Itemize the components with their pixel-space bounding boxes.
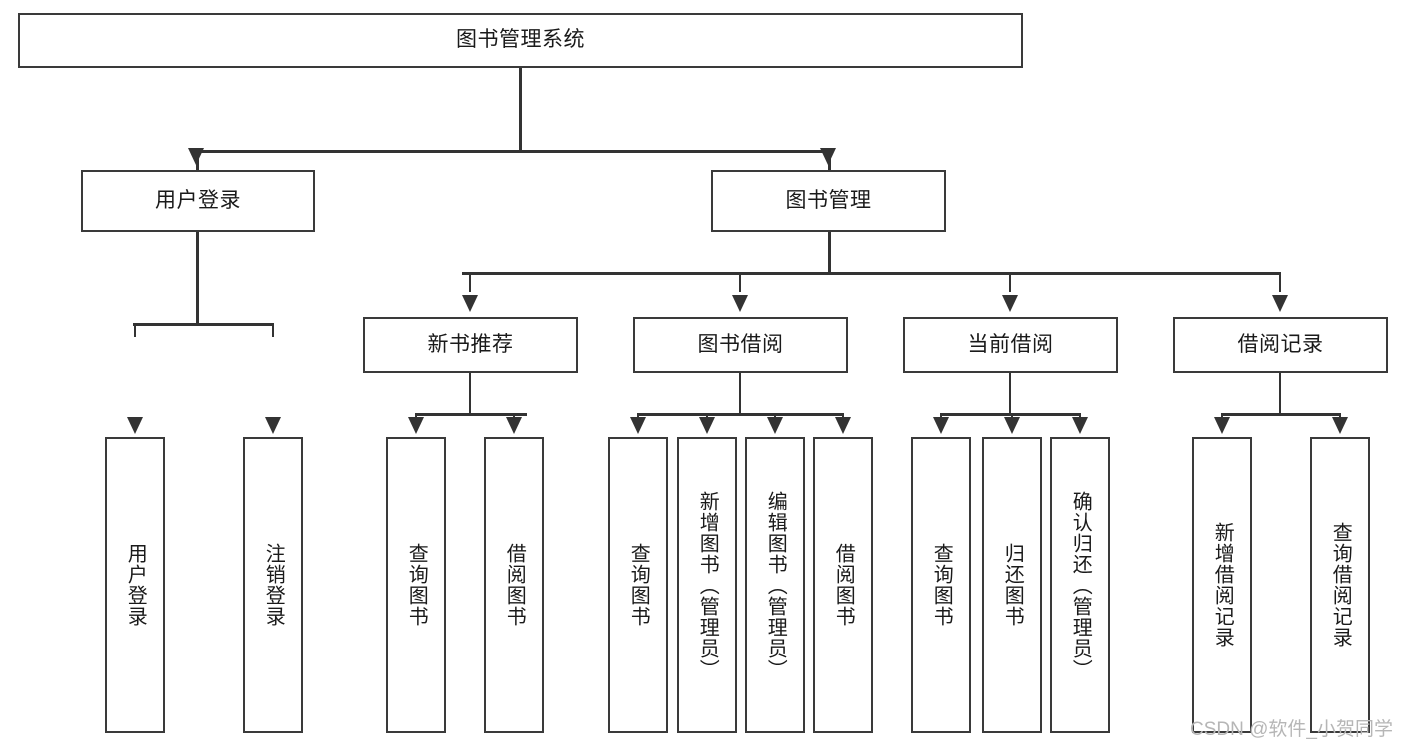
node-leaf-10-label: 确认归还（管理员）	[1069, 490, 1092, 680]
node-leaf-2-label: 查询图书	[405, 543, 428, 627]
node-leaf-6-label: 编辑图书（管理员）	[764, 490, 787, 680]
arrow-head-icon-level3-3	[1272, 295, 1288, 312]
arrow-head-icon-level3-1	[732, 295, 748, 312]
node-root-label: 图书管理系统	[456, 28, 585, 52]
node-leaf-0[interactable]: 用户登录	[105, 437, 165, 733]
node-level2-1-label: 图书管理	[785, 188, 872, 212]
node-leaf-12-label: 查询借阅记录	[1329, 522, 1352, 648]
node-level3-0-label: 新书推荐	[427, 332, 514, 356]
connector-level3-drop-3	[1278, 272, 1282, 292]
node-leaf-11[interactable]: 新增借阅记录	[1192, 437, 1252, 733]
connector-level3-drop-1	[738, 272, 742, 292]
connector-group-bus-0	[415, 413, 527, 416]
arrow-head-icon-leaf-4	[630, 417, 646, 434]
node-leaf-9-label: 归还图书	[1001, 543, 1024, 627]
connector-group-stem-2	[1008, 373, 1012, 413]
node-level3-2[interactable]: 当前借阅	[903, 317, 1118, 373]
node-leaf-7[interactable]: 借阅图书	[813, 437, 873, 733]
arrow-head-icon-leaf-5	[699, 417, 715, 434]
node-leaf-8-label: 查询图书	[930, 543, 953, 627]
arrow-head-icon-level2-1	[820, 148, 836, 165]
node-level3-1[interactable]: 图书借阅	[633, 317, 848, 373]
arrow-head-icon-leaf-6	[767, 417, 783, 434]
node-leaf-2[interactable]: 查询图书	[386, 437, 446, 733]
node-level3-0[interactable]: 新书推荐	[363, 317, 578, 373]
arrow-head-icon-level2-0	[188, 148, 204, 165]
arrow-head-icon-leaf-8	[933, 417, 949, 434]
node-leaf-4[interactable]: 查询图书	[608, 437, 668, 733]
connector-group-bus-1	[637, 413, 843, 416]
node-level2-1[interactable]: 图书管理	[711, 170, 946, 232]
connector-group-bus-2	[940, 413, 1080, 416]
arrow-head-icon-leaf-1	[265, 417, 281, 434]
node-leaf-5[interactable]: 新增图书（管理员）	[677, 437, 737, 733]
node-leaf-7-label: 借阅图书	[832, 543, 855, 627]
connector-login-stem	[196, 232, 199, 325]
node-leaf-3-label: 借阅图书	[503, 543, 526, 627]
connector-leaf-drop-1	[271, 323, 275, 337]
node-level3-3[interactable]: 借阅记录	[1173, 317, 1388, 373]
node-leaf-3[interactable]: 借阅图书	[484, 437, 544, 733]
arrow-head-icon-leaf-0	[127, 417, 143, 434]
node-level3-2-label: 当前借阅	[967, 332, 1054, 356]
connector-books-bus	[462, 272, 1280, 275]
node-leaf-11-label: 新增借阅记录	[1211, 522, 1234, 648]
connector-books-stem	[828, 232, 831, 274]
connector-root-stem	[519, 68, 522, 152]
node-level3-1-label: 图书借阅	[697, 332, 784, 356]
node-leaf-5-label: 新增图书（管理员）	[696, 490, 719, 680]
arrow-head-icon-leaf-7	[835, 417, 851, 434]
arrow-head-icon-leaf-12	[1332, 417, 1348, 434]
node-leaf-1[interactable]: 注销登录	[243, 437, 303, 733]
node-leaf-4-label: 查询图书	[627, 543, 650, 627]
arrow-head-icon-leaf-2	[408, 417, 424, 434]
node-leaf-9[interactable]: 归还图书	[982, 437, 1042, 733]
arrow-head-icon-leaf-11	[1214, 417, 1230, 434]
connector-group-bus-3	[1221, 413, 1340, 416]
arrow-head-icon-level3-0	[462, 295, 478, 312]
node-leaf-12[interactable]: 查询借阅记录	[1310, 437, 1370, 733]
node-root[interactable]: 图书管理系统	[18, 13, 1023, 68]
node-leaf-0-label: 用户登录	[124, 543, 147, 627]
connector-level3-drop-2	[1008, 272, 1012, 292]
arrow-head-icon-leaf-3	[506, 417, 522, 434]
connector-root-bus	[196, 150, 829, 153]
node-leaf-6[interactable]: 编辑图书（管理员）	[745, 437, 805, 733]
connector-level3-drop-0	[468, 272, 472, 292]
connector-leaf-drop-0	[133, 323, 137, 337]
node-level2-0-label: 用户登录	[155, 188, 241, 212]
node-leaf-1-label: 注销登录	[262, 543, 285, 627]
node-leaf-8[interactable]: 查询图书	[911, 437, 971, 733]
connector-login-bus	[133, 323, 273, 326]
connector-group-stem-0	[468, 373, 472, 413]
arrow-head-icon-leaf-9	[1004, 417, 1020, 434]
node-level3-3-label: 借阅记录	[1237, 332, 1324, 356]
arrow-head-icon-level3-2	[1002, 295, 1018, 312]
connector-group-stem-3	[1278, 373, 1282, 413]
connector-group-stem-1	[738, 373, 742, 413]
node-level2-0[interactable]: 用户登录	[81, 170, 315, 232]
node-leaf-10[interactable]: 确认归还（管理员）	[1050, 437, 1110, 733]
arrow-head-icon-leaf-10	[1072, 417, 1088, 434]
